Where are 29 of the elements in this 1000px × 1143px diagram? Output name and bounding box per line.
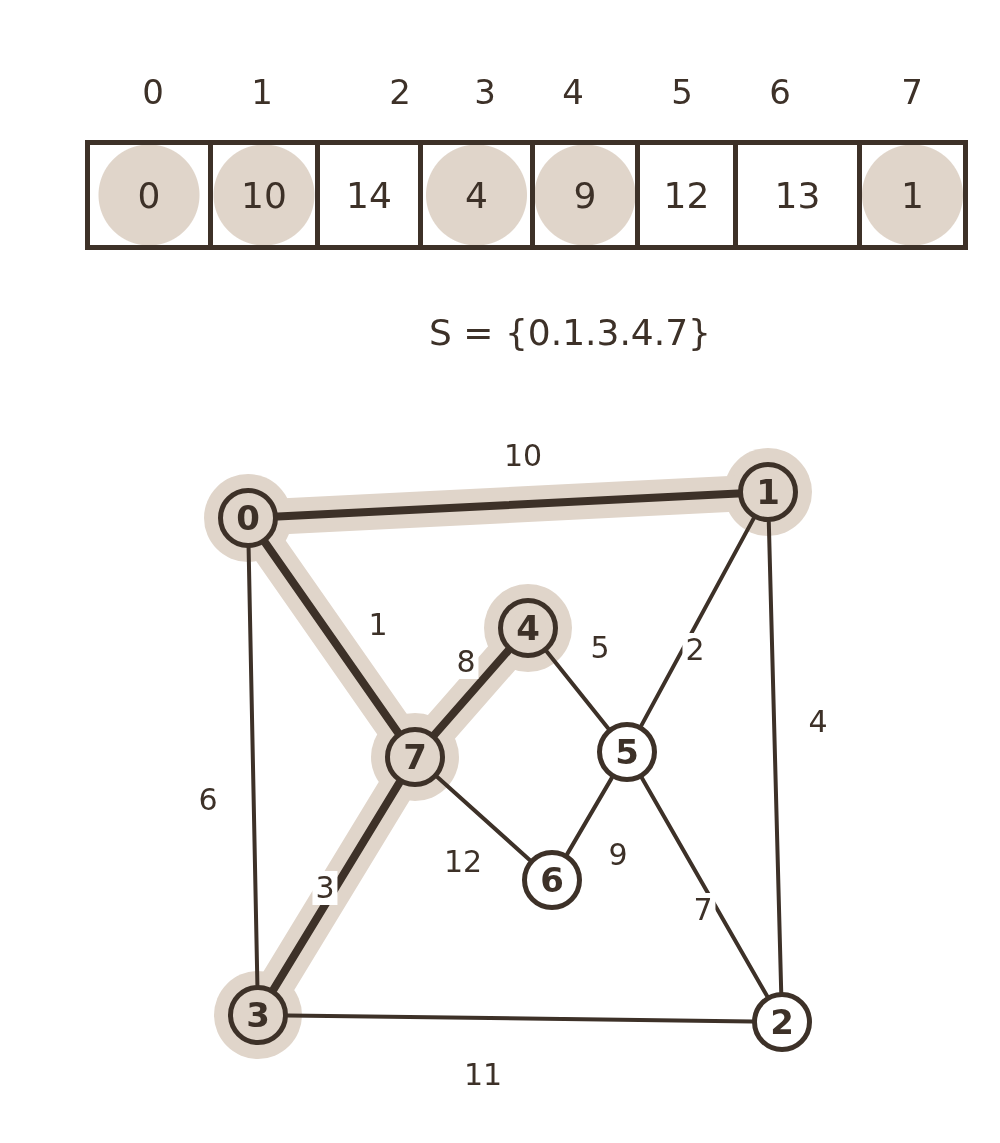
graph-edge <box>766 520 784 994</box>
cell-value: 4 <box>465 174 488 216</box>
cell-value: 9 <box>573 174 597 216</box>
index-label: 5 <box>670 72 694 112</box>
cell-value: 10 <box>241 174 287 216</box>
graph-edge <box>639 776 770 998</box>
index-label: 3 <box>473 72 497 112</box>
graph-node <box>597 722 657 782</box>
cell-value: 12 <box>663 174 710 216</box>
cell-value: 13 <box>774 174 821 216</box>
graph-node <box>522 850 582 910</box>
node-label: 5 <box>615 732 639 772</box>
index-label: 2 <box>388 72 412 112</box>
node-label: 2 <box>770 1002 794 1042</box>
graph-edge <box>544 649 611 731</box>
index-label: 1 <box>250 72 274 112</box>
node-label: 6 <box>540 860 564 900</box>
index-label: 4 <box>561 72 585 112</box>
graph-edge <box>435 775 532 862</box>
cell-value: 1 <box>901 174 924 216</box>
index-label: 6 <box>768 72 792 112</box>
index-label: 7 <box>900 72 924 112</box>
graph-edge <box>565 775 614 857</box>
cell-value: 14 <box>346 174 392 216</box>
graph-edge <box>639 516 756 728</box>
cell-value: 0 <box>137 174 161 216</box>
graph-node <box>752 992 812 1052</box>
index-label: 0 <box>141 72 165 112</box>
set-label: S = {0.1.3.4.7} <box>429 312 711 353</box>
